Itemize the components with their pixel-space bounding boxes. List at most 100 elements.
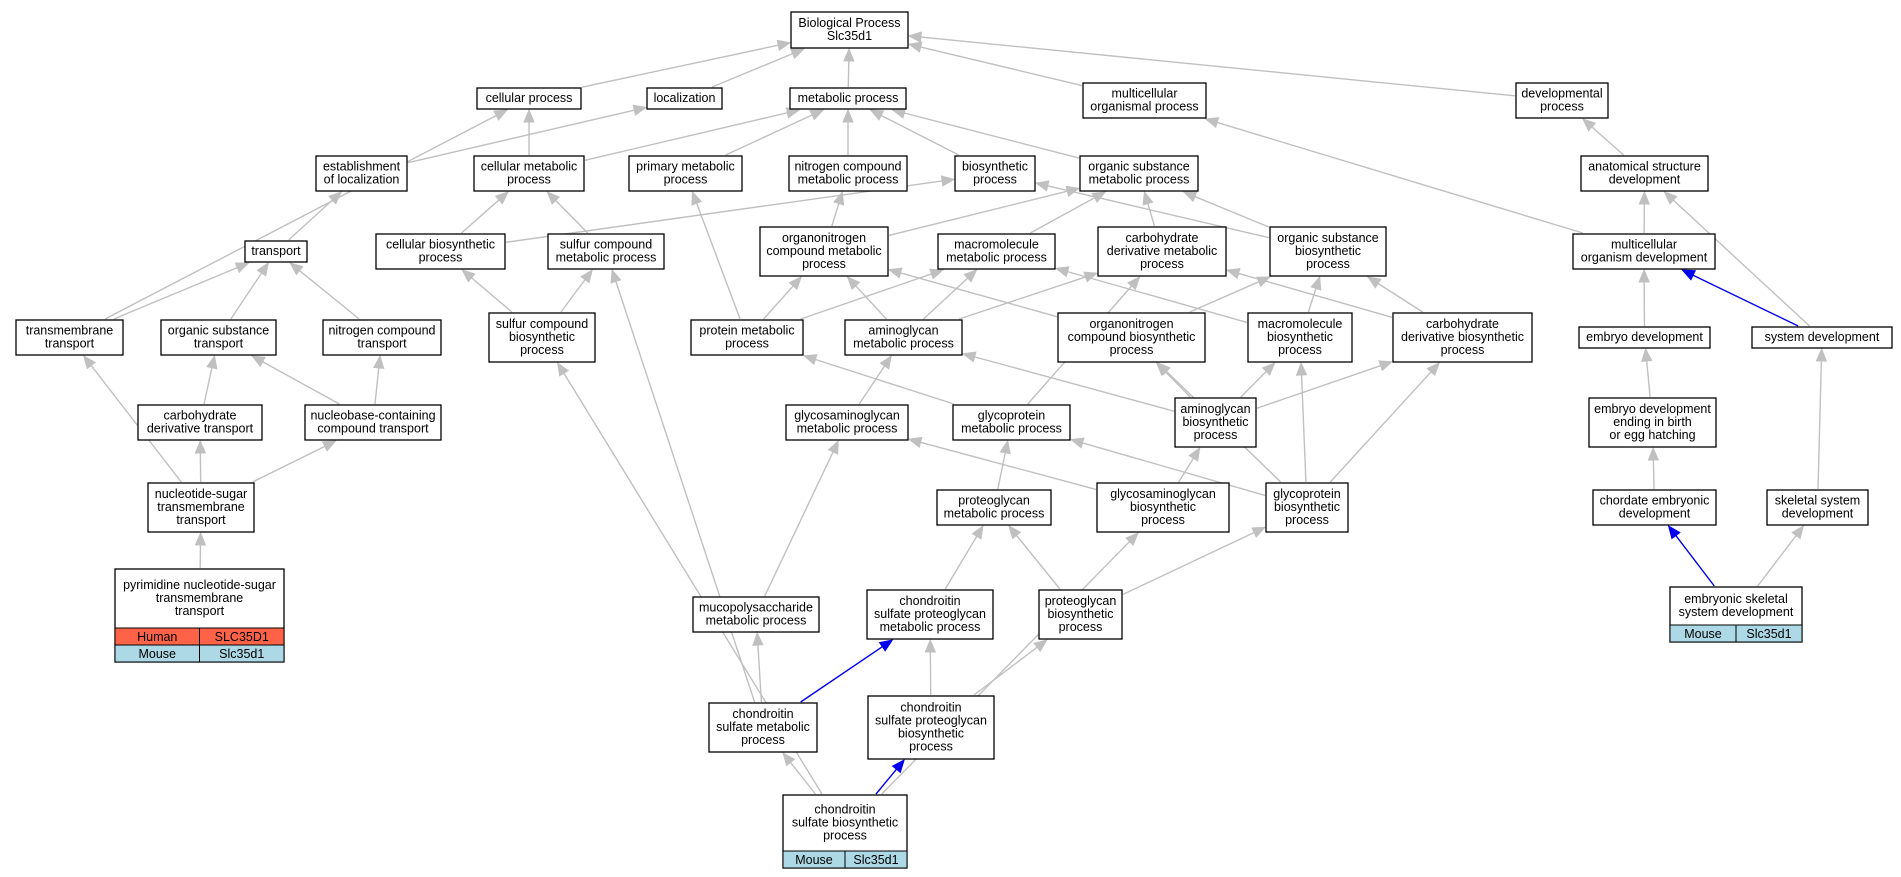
edge-line <box>757 644 763 703</box>
node-label-line: ending in birth <box>1613 415 1692 429</box>
edge-line <box>815 358 955 405</box>
gene-label: Slc35d1 <box>853 853 898 867</box>
edge-cbp-to-cmp <box>461 191 509 234</box>
node-label-line: macromolecule <box>1258 317 1343 331</box>
edge-cp-to-bp <box>581 39 792 88</box>
edge-line <box>203 367 213 405</box>
edge-arrowhead <box>321 440 337 452</box>
node-label-line: development <box>1619 507 1691 521</box>
node-label-line: process <box>419 251 463 265</box>
node-label-line: Slc35d1 <box>827 29 872 43</box>
gene-label: Slc35d1 <box>219 647 264 661</box>
edge-cmp-to-cp <box>523 108 535 155</box>
node-box <box>147 482 255 533</box>
edge-line <box>461 199 500 234</box>
edge-arrowhead <box>833 190 845 206</box>
node-sd[interactable]: system development <box>1751 326 1893 349</box>
node-label-line: chondroitin <box>900 701 961 715</box>
edge-arrowhead <box>924 638 937 653</box>
edge-agbp-to-cdbp <box>1256 360 1394 409</box>
node-box <box>488 312 596 363</box>
edge-pnstt-to-nstt <box>194 531 207 569</box>
edge-arrowhead <box>1188 446 1201 462</box>
edge-arrowhead <box>1204 117 1220 129</box>
node-loc[interactable]: localization <box>646 87 723 110</box>
node-box <box>1057 312 1206 363</box>
node-label-line: system development <box>1765 330 1880 344</box>
edge-osmp-to-mp <box>891 107 1080 159</box>
node-box <box>1096 482 1230 533</box>
node-box <box>1580 155 1709 192</box>
edge-gpbp-to-gpmp <box>1069 437 1266 497</box>
edge-sd-to-asd <box>1663 191 1811 327</box>
edge-line <box>581 44 779 88</box>
node-label-line: process <box>725 337 769 351</box>
edge-arrowhead <box>878 639 894 652</box>
node-label-line: carbohydrate <box>164 409 237 423</box>
node-box <box>954 155 1036 192</box>
node-label-line: compound biosynthetic <box>1068 330 1196 344</box>
node-pnstt[interactable]: pyrimidine nucleotide-sugartransmembrane… <box>114 568 285 663</box>
edge-line <box>880 114 960 156</box>
node-label-line: skeletal system <box>1775 494 1860 508</box>
node-cp[interactable]: cellular process <box>476 87 582 110</box>
edge-line <box>974 356 1175 412</box>
edge-arrowhead <box>891 758 905 774</box>
node-ed[interactable]: embryo development <box>1578 326 1711 349</box>
node-label-line: aminoglycan <box>868 324 938 338</box>
edge-line <box>800 646 883 703</box>
node-label-line: compound transport <box>317 422 429 436</box>
edge-line <box>725 114 813 156</box>
node-tr[interactable]: transport <box>244 240 308 263</box>
node-mp[interactable]: metabolic process <box>789 87 907 110</box>
species-label: Mouse <box>138 647 176 661</box>
node-box <box>952 404 1071 441</box>
edge-arrowhead <box>963 269 978 283</box>
